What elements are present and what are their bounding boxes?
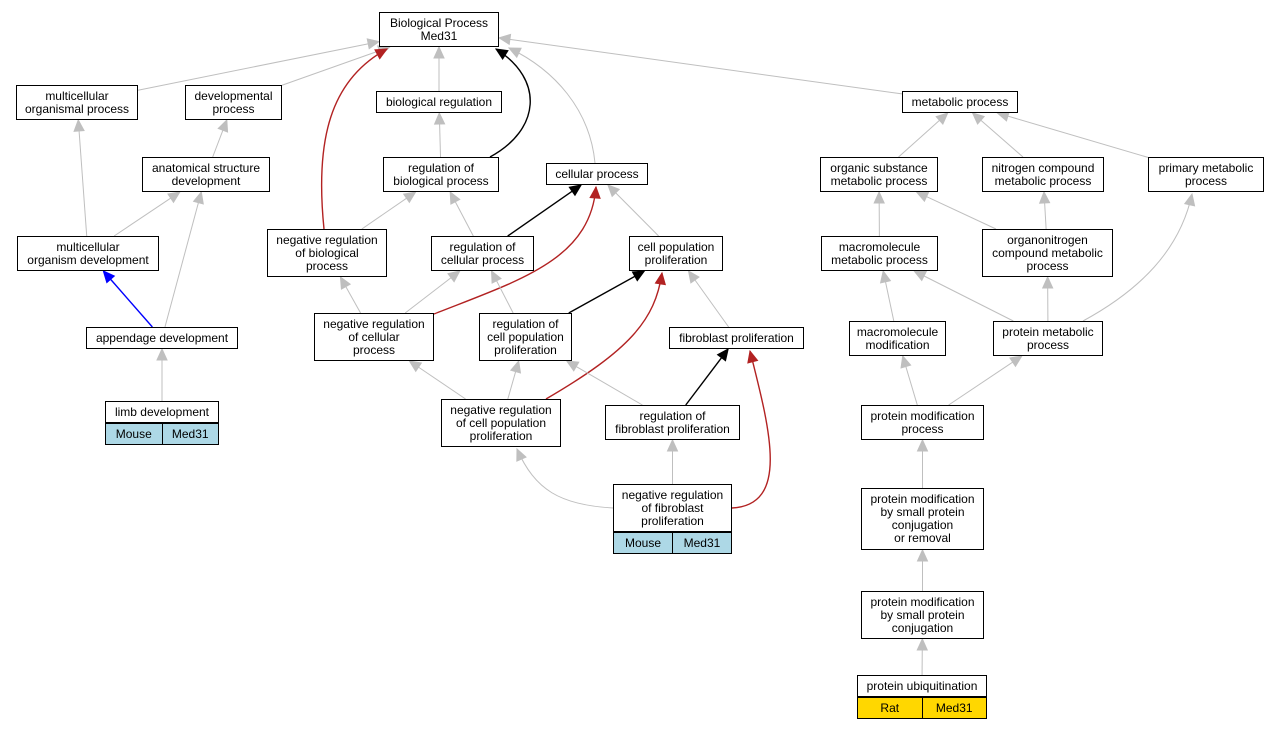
node-protein-metabolic-process[interactable]: protein metabolic process xyxy=(993,321,1103,356)
node-fibroblast-proliferation[interactable]: fibroblast proliferation xyxy=(669,327,804,349)
edge-regulation-of-cellular-process-to-cellular-process xyxy=(507,184,583,237)
node-negative-regulation-of-fibroblast-proliferation[interactable]: negative regulation of fibroblast prolif… xyxy=(613,484,732,532)
node-limb-development[interactable]: limb development xyxy=(105,401,219,423)
node-metabolic-process[interactable]: metabolic process xyxy=(902,91,1018,113)
node-biological-regulation[interactable]: biological regulation xyxy=(376,91,502,113)
edge-regulation-of-biological-process-to-biological-regulation xyxy=(433,111,446,158)
node-macromolecule-modification[interactable]: macromolecule modification xyxy=(849,321,946,356)
node-appendage-development[interactable]: appendage development xyxy=(86,327,238,349)
species-label: Mouse xyxy=(624,536,662,550)
edge-protein-modification-process-to-macromolecule-modification xyxy=(900,354,918,406)
species-label: Mouse xyxy=(115,427,152,441)
node-regulation-of-biological-process[interactable]: regulation of biological process xyxy=(383,157,499,192)
edge-protein-modification-process-to-protein-metabolic-process xyxy=(948,355,1023,406)
edge-regulation-of-fibroblast-proliferation-to-regulation-of-cell-population-proliferation xyxy=(565,360,643,406)
edge-organonitrogen-compound-metabolic-process-to-nitrogen-compound-metabolic-process xyxy=(1038,190,1051,230)
edge-appendage-development-to-multicellular-organism-development xyxy=(102,270,153,328)
edge-multicellular-organismal-process-to-root xyxy=(137,38,381,91)
edge-multicellular-organism-development-to-anatomical-structure-development xyxy=(113,191,181,237)
edge-organonitrogen-compound-metabolic-process-to-organic-substance-metabolic-process xyxy=(915,191,997,230)
node-macromolecule-metabolic-process[interactable]: macromolecule metabolic process xyxy=(821,236,938,271)
edge-protein-ubiquitination-to-protein-modification-by-small-protein-conjugation xyxy=(916,637,929,676)
edge-primary-metabolic-process-to-metabolic-process xyxy=(996,110,1149,158)
edge-negative-regulation-of-biological-process-to-root xyxy=(320,48,389,230)
node-root[interactable]: Biological Process Med31 xyxy=(379,12,499,47)
node-multicellular-organismal-process[interactable]: multicellular organismal process xyxy=(16,85,138,120)
edge-fibroblast-proliferation-to-cell-population-proliferation xyxy=(687,270,730,328)
node-organic-substance-metabolic-process[interactable]: organic substance metabolic process xyxy=(820,157,938,192)
edge-protein-modification-by-small-protein-conjugation-to-protein-modification-by-small-protein-conjugation-or-removal xyxy=(916,548,929,591)
edge-negative-regulation-of-biological-process-to-regulation-of-biological-process xyxy=(361,191,417,230)
edge-multicellular-organism-development-to-multicellular-organismal-process xyxy=(73,118,88,237)
edge-regulation-of-fibroblast-proliferation-to-fibroblast-proliferation xyxy=(685,348,729,406)
edge-cellular-process-to-root xyxy=(507,47,596,164)
node-regulation-of-cellular-process[interactable]: regulation of cellular process xyxy=(431,236,534,271)
edge-negative-regulation-of-cellular-process-to-regulation-of-cellular-process xyxy=(404,270,461,314)
edge-macromolecule-modification-to-macromolecule-metabolic-process xyxy=(879,269,895,322)
edge-nitrogen-compound-metabolic-process-to-metabolic-process xyxy=(971,112,1024,158)
annotation-protein-ubiquitination: Rat Med31 xyxy=(857,697,987,719)
node-multicellular-organism-development[interactable]: multicellular organism development xyxy=(17,236,159,271)
edge-regulation-of-biological-process-to-root xyxy=(489,48,531,158)
edge-negative-regulation-of-cellular-process-to-cellular-process xyxy=(433,185,601,315)
edge-anatomical-structure-development-to-developmental-process xyxy=(212,118,229,158)
edge-negative-regulation-of-fibroblast-proliferation-to-fibroblast-proliferation xyxy=(731,349,771,509)
node-negative-regulation-of-cell-population-proliferation[interactable]: negative regulation of cell population p… xyxy=(441,399,561,447)
node-regulation-of-cell-population-proliferation[interactable]: regulation of cell population proliferat… xyxy=(479,313,572,361)
edge-negative-regulation-of-cellular-process-to-negative-regulation-of-biological-process xyxy=(339,275,362,314)
node-regulation-of-fibroblast-proliferation[interactable]: regulation of fibroblast proliferation xyxy=(605,405,740,440)
edge-regulation-of-cellular-process-to-regulation-of-biological-process xyxy=(449,190,474,237)
node-anatomical-structure-development[interactable]: anatomical structure development xyxy=(142,157,270,192)
edge-metabolic-process-to-root xyxy=(497,33,903,95)
node-negative-regulation-of-biological-process[interactable]: negative regulation of biological proces… xyxy=(267,229,387,277)
node-developmental-process[interactable]: developmental process xyxy=(185,85,282,120)
species-label: Rat xyxy=(880,701,900,715)
node-protein-modification-by-small-protein-conjugation[interactable]: protein modification by small protein co… xyxy=(861,591,984,639)
edge-cell-population-proliferation-to-cellular-process xyxy=(607,184,659,237)
gene-label: Med31 xyxy=(921,698,987,718)
gene-label: Med31 xyxy=(161,424,219,444)
edge-negative-regulation-of-cell-population-proliferation-to-cell-population-proliferation xyxy=(545,271,667,400)
edge-biological-regulation-to-root xyxy=(433,45,445,91)
node-protein-ubiquitination[interactable]: protein ubiquitination xyxy=(857,675,987,697)
edge-limb-development-to-appendage-development xyxy=(156,347,168,401)
edge-regulation-of-cell-population-proliferation-to-cell-population-proliferation xyxy=(568,270,646,314)
node-nitrogen-compound-metabolic-process[interactable]: nitrogen compound metabolic process xyxy=(982,157,1104,192)
edge-negative-regulation-of-fibroblast-proliferation-to-negative-regulation-of-cell-population-proliferation xyxy=(516,447,614,509)
edge-protein-metabolic-process-to-organonitrogen-compound-metabolic-process xyxy=(1041,275,1054,322)
edge-developmental-process-to-root xyxy=(281,45,391,86)
annotation-limb-development: Mouse Med31 xyxy=(105,423,219,445)
edge-protein-metabolic-process-to-macromolecule-metabolic-process xyxy=(913,270,1014,322)
edge-negative-regulation-of-cell-population-proliferation-to-negative-regulation-of-cellular-process xyxy=(408,360,466,400)
edge-protein-metabolic-process-to-primary-metabolic-process xyxy=(1082,192,1196,322)
node-organonitrogen-compound-metabolic-process[interactable]: organonitrogen compound metabolic proces… xyxy=(982,229,1113,277)
edge-appendage-development-to-anatomical-structure-development xyxy=(164,190,204,328)
annotation-negative-regulation-of-fibroblast-proliferation: Mouse Med31 xyxy=(613,532,732,554)
node-primary-metabolic-process[interactable]: primary metabolic process xyxy=(1148,157,1264,192)
node-cell-population-proliferation[interactable]: cell population proliferation xyxy=(629,236,723,271)
edge-macromolecule-metabolic-process-to-organic-substance-metabolic-process xyxy=(873,190,885,237)
node-protein-modification-process[interactable]: protein modification process xyxy=(861,405,984,440)
edge-organic-substance-metabolic-process-to-metabolic-process xyxy=(898,112,949,158)
edge-negative-regulation-of-cell-population-proliferation-to-regulation-of-cell-population-proliferation xyxy=(507,359,522,400)
node-protein-modification-by-small-protein-conjugation-or-removal[interactable]: protein modification by small protein co… xyxy=(861,488,984,550)
node-cellular-process[interactable]: cellular process xyxy=(546,163,648,185)
edge-negative-regulation-of-fibroblast-proliferation-to-regulation-of-fibroblast-proliferation xyxy=(666,438,679,484)
gene-label: Med31 xyxy=(672,533,731,553)
edge-protein-modification-by-small-protein-conjugation-or-removal-to-protein-modification-process xyxy=(916,438,929,488)
node-negative-regulation-of-cellular-process[interactable]: negative regulation of cellular process xyxy=(314,313,434,361)
edge-regulation-of-cell-population-proliferation-to-regulation-of-cellular-process xyxy=(490,269,514,314)
